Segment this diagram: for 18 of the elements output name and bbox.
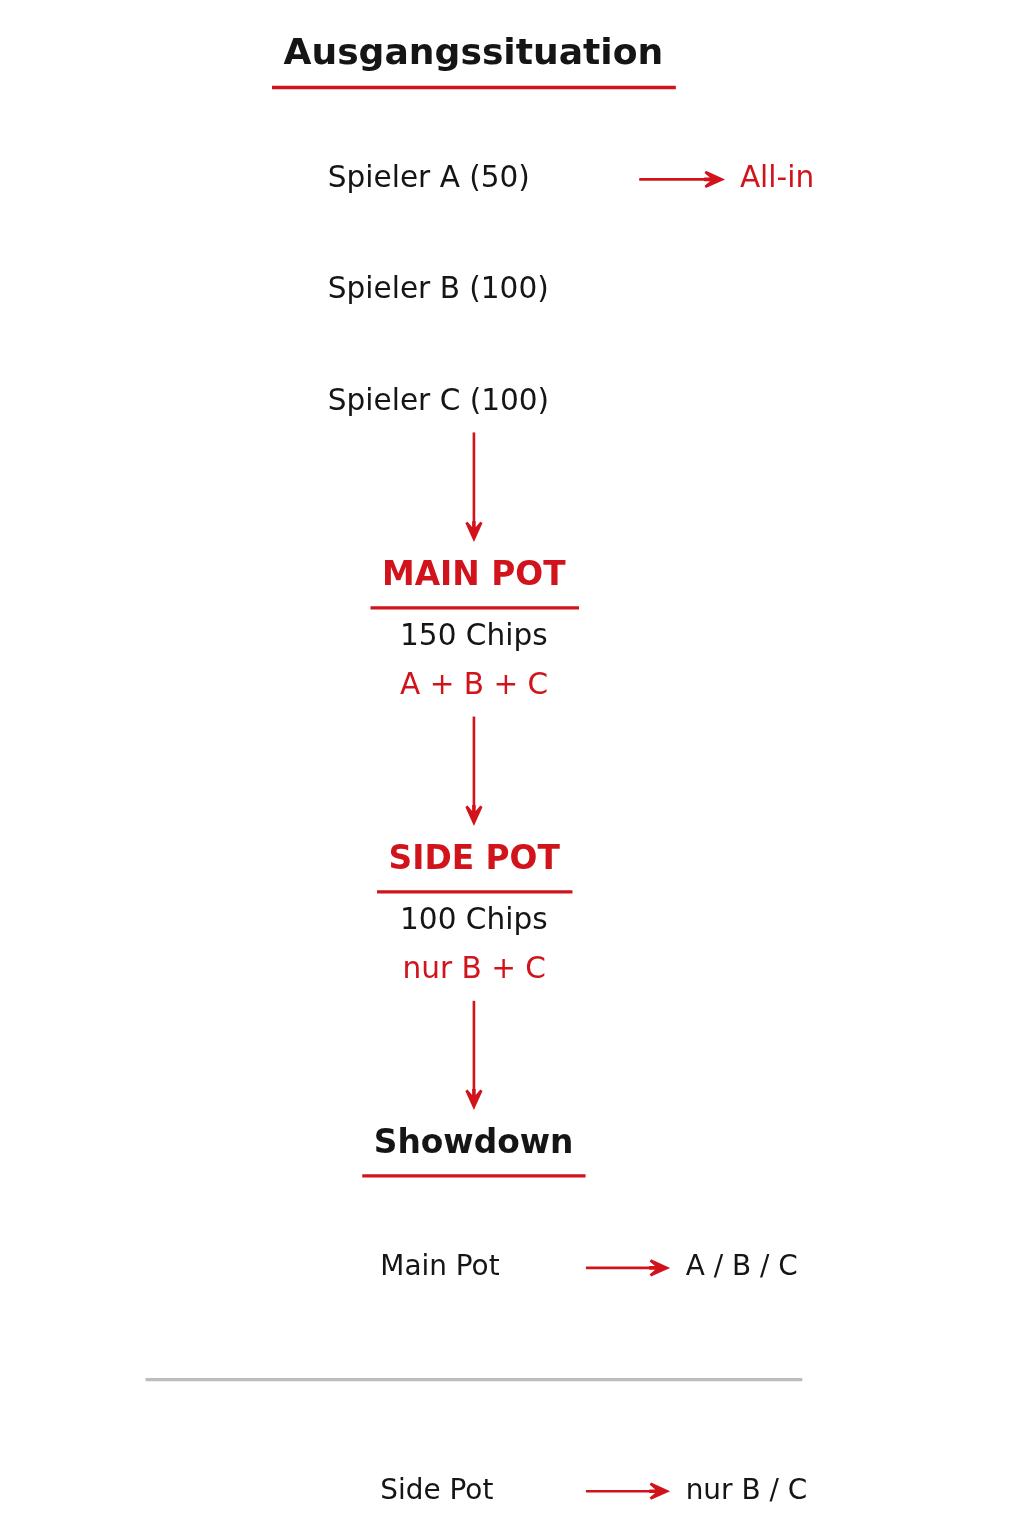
arrow xyxy=(585,1482,668,1500)
node-text: nur B / C xyxy=(685,1472,807,1506)
arrow xyxy=(464,1000,483,1109)
node-text: Showdown xyxy=(373,1122,573,1161)
node-text: Spieler A (50) xyxy=(327,159,530,194)
node-text: Main Pot xyxy=(379,1249,500,1283)
node-text: A / B / C xyxy=(685,1249,798,1283)
node-text: Spieler B (100) xyxy=(327,271,549,306)
node-text: All-in xyxy=(739,159,814,194)
arrow xyxy=(585,1259,668,1277)
arrow xyxy=(638,170,723,189)
node-text: Spieler C (100) xyxy=(327,382,549,417)
label: Ausgangssituation xyxy=(282,29,663,73)
node-text: MAIN POT 150 Chips A + B + C xyxy=(381,554,566,701)
node-text: Side Pot xyxy=(379,1472,493,1506)
arrow xyxy=(464,716,483,825)
node-text: SIDE POT 100 Chips nur B + C xyxy=(388,838,560,985)
arrow xyxy=(464,432,483,541)
